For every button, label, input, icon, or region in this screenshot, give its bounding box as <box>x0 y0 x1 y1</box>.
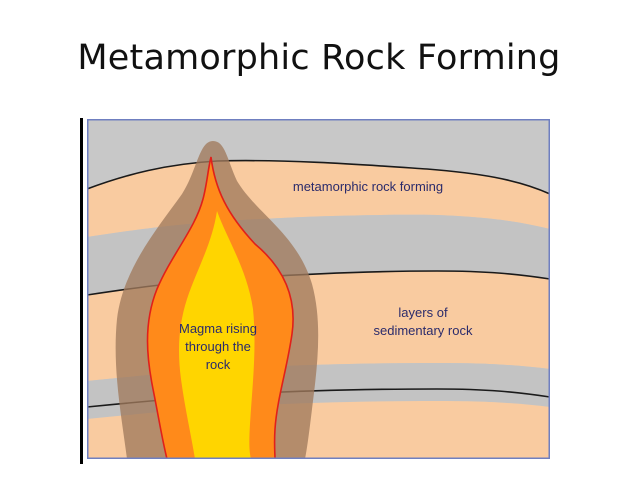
label-magma-line2: through the <box>185 339 251 354</box>
label-magma-line1: Magma rising <box>179 321 257 336</box>
magma-inner <box>179 211 255 459</box>
label-sedimentary-layers-line1: layers of <box>398 305 448 320</box>
label-sedimentary-layers-line2: sedimentary rock <box>374 323 473 338</box>
rock-diagram: metamorphic rock forming layers of sedim… <box>87 119 550 459</box>
label-metamorphic-rock-forming: metamorphic rock forming <box>293 179 443 194</box>
label-magma-line3: rock <box>206 357 231 372</box>
left-divider-bar <box>80 118 83 464</box>
diagram-border <box>87 119 550 459</box>
slide-title: Metamorphic Rock Forming <box>77 38 561 78</box>
layer-boundary-top <box>87 159 550 195</box>
